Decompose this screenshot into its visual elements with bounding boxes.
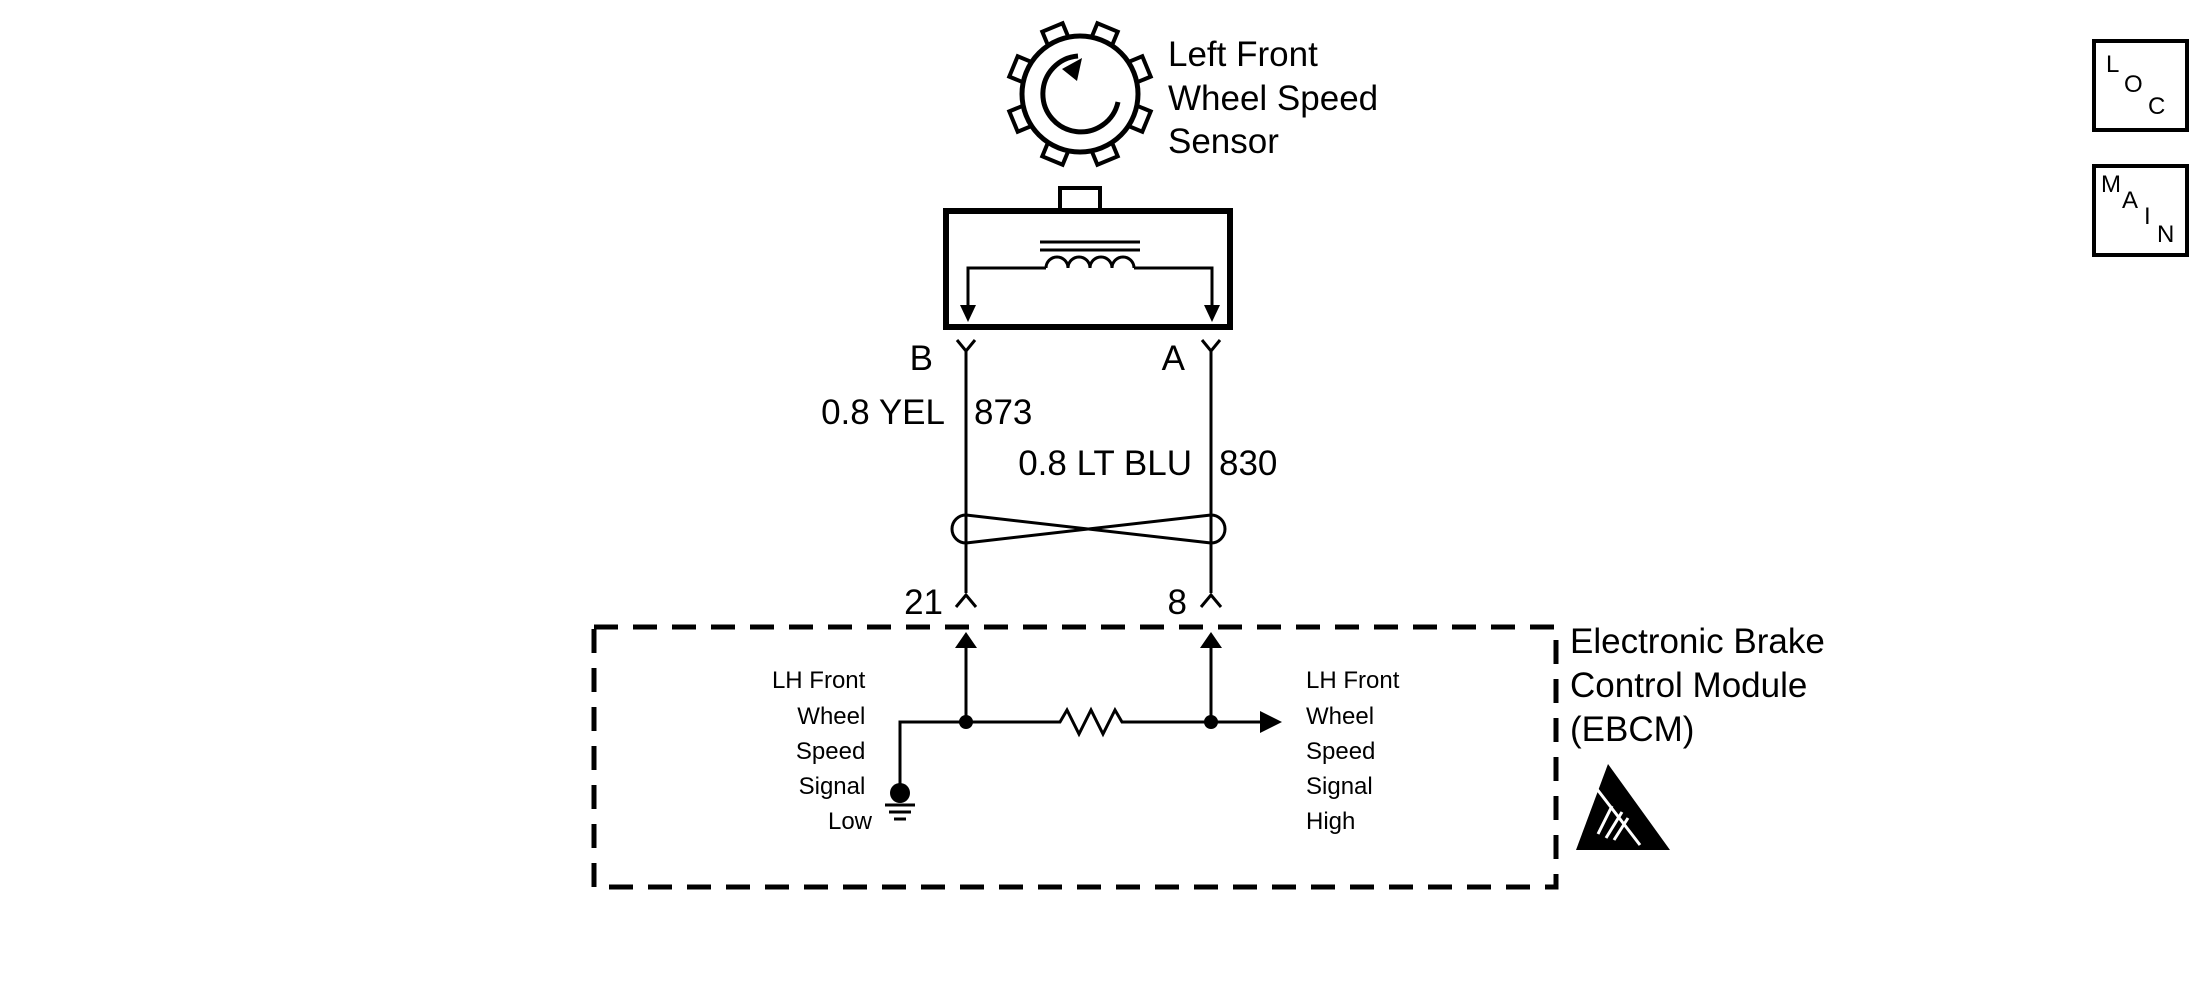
ground-icon [885,783,915,821]
signal-low-label: LH Front Wheel Speed Signal Low [772,667,873,835]
ebcm-title: Electronic Brake Control Module (EBCM) [1570,622,1835,749]
internal-signal-path [898,706,1260,793]
esd-warning-icon [1576,764,1670,850]
loc-letter: C [2148,93,2165,120]
arrow-icon [1204,305,1220,322]
arrow-icon [1200,632,1222,648]
splice-dot [959,715,973,729]
pin-21-label: 21 [904,583,943,622]
wire-873-color: 0.8 YEL [821,393,945,432]
module-terminal-8 [1199,592,1223,608]
wire-830-circuit: 830 [1219,444,1277,483]
wire-830-color: 0.8 LT BLU [1018,444,1192,483]
cavity-a-label: A [1162,339,1186,378]
main-letter: A [2122,187,2138,214]
pin-8-label: 8 [1168,583,1187,622]
main-letter: I [2144,203,2151,230]
twisted-pair-icon [950,513,1227,545]
loc-letter: L [2106,51,2119,78]
wire-873-circuit: 873 [974,393,1032,432]
signal-high-label: LH Front Wheel Speed Signal High [1306,667,1406,835]
module-terminal-21 [954,592,978,608]
main-button[interactable]: M A I N [2092,164,2189,257]
connector-terminal-b [955,339,977,354]
connector-terminal-a [1200,339,1222,354]
coil-icon [966,240,1214,313]
ebcm-boundary [591,624,1559,890]
main-letter: N [2157,221,2174,248]
tone-ring-icon [1006,20,1154,168]
sensor-label: Left Front Wheel Speed Sensor [1168,35,1388,161]
output-arrow-icon [1260,711,1282,733]
arrow-icon [960,305,976,322]
loc-letter: O [2124,71,2143,98]
main-letter: M [2101,171,2121,198]
loc-button[interactable]: L O C [2092,39,2189,132]
cavity-b-label: B [910,339,933,378]
splice-dot [1204,715,1218,729]
sensor-connector-tab [1058,186,1102,213]
arrow-icon [955,632,977,648]
